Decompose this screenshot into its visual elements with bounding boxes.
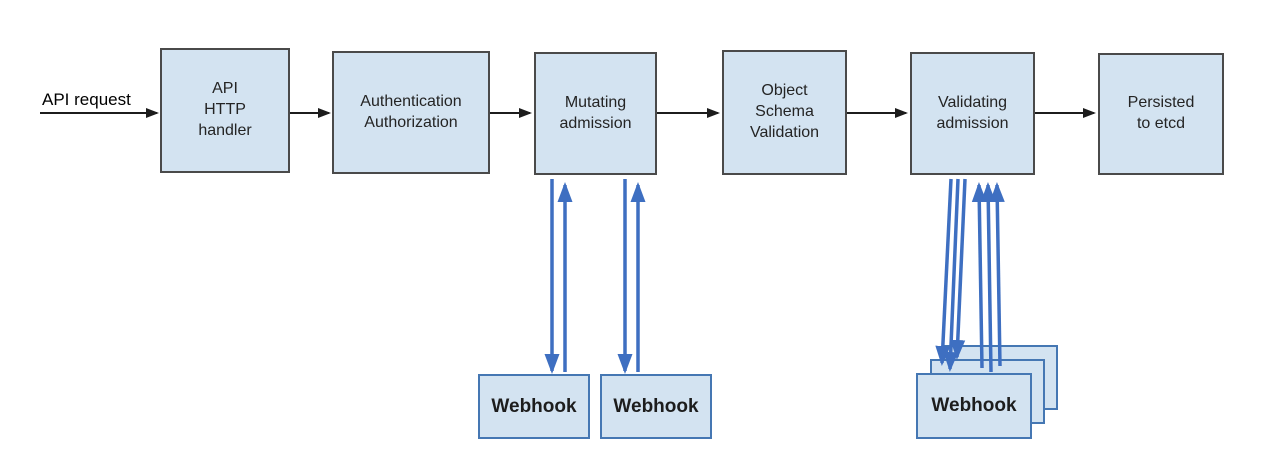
node-persisted-to-etcd: Persisted to etcd xyxy=(1098,53,1224,175)
node-api-http-handler-label: API HTTP handler xyxy=(198,80,252,139)
arrow-validating-up-2 xyxy=(980,182,996,373)
validating-webhook-box-front: Webhook xyxy=(916,373,1032,439)
node-authentication-authorization: Authentication Authorization xyxy=(332,51,490,174)
node-object-schema-validation-label: Object Schema Validation xyxy=(749,82,820,141)
mutating-webhook-box-1-label: Webhook xyxy=(491,395,577,417)
api-request-label: API request xyxy=(42,90,131,109)
node-api-http-handler: API HTTP handler xyxy=(160,48,290,173)
arrow-validating-down-2 xyxy=(943,178,960,372)
validating-webhook-box-front-label: Webhook xyxy=(931,395,1017,416)
arrow-validating-down-3 xyxy=(950,178,967,360)
node-persisted-to-etcd-label: Persisted to etcd xyxy=(1127,94,1195,132)
mutating-webhook-box-2: Webhook xyxy=(600,374,712,439)
arrow-validating-up-3 xyxy=(989,182,1005,367)
node-object-schema-validation: Object Schema Validation xyxy=(722,50,847,175)
mutating-webhook-box-2-label: Webhook xyxy=(613,395,699,417)
node-validating-admission: Validating admission xyxy=(910,52,1035,175)
node-validating-admission-label: Validating admission xyxy=(936,93,1009,132)
node-authentication-authorization-label: Authentication Authorization xyxy=(360,92,462,131)
node-mutating-admission: Mutating admission xyxy=(534,52,657,175)
arrow-validating-down-1 xyxy=(935,178,953,366)
node-mutating-admission-label: Mutating admission xyxy=(559,93,632,132)
arrow-validating-up-1 xyxy=(971,182,987,369)
mutating-webhook-box-1: Webhook xyxy=(478,374,590,439)
